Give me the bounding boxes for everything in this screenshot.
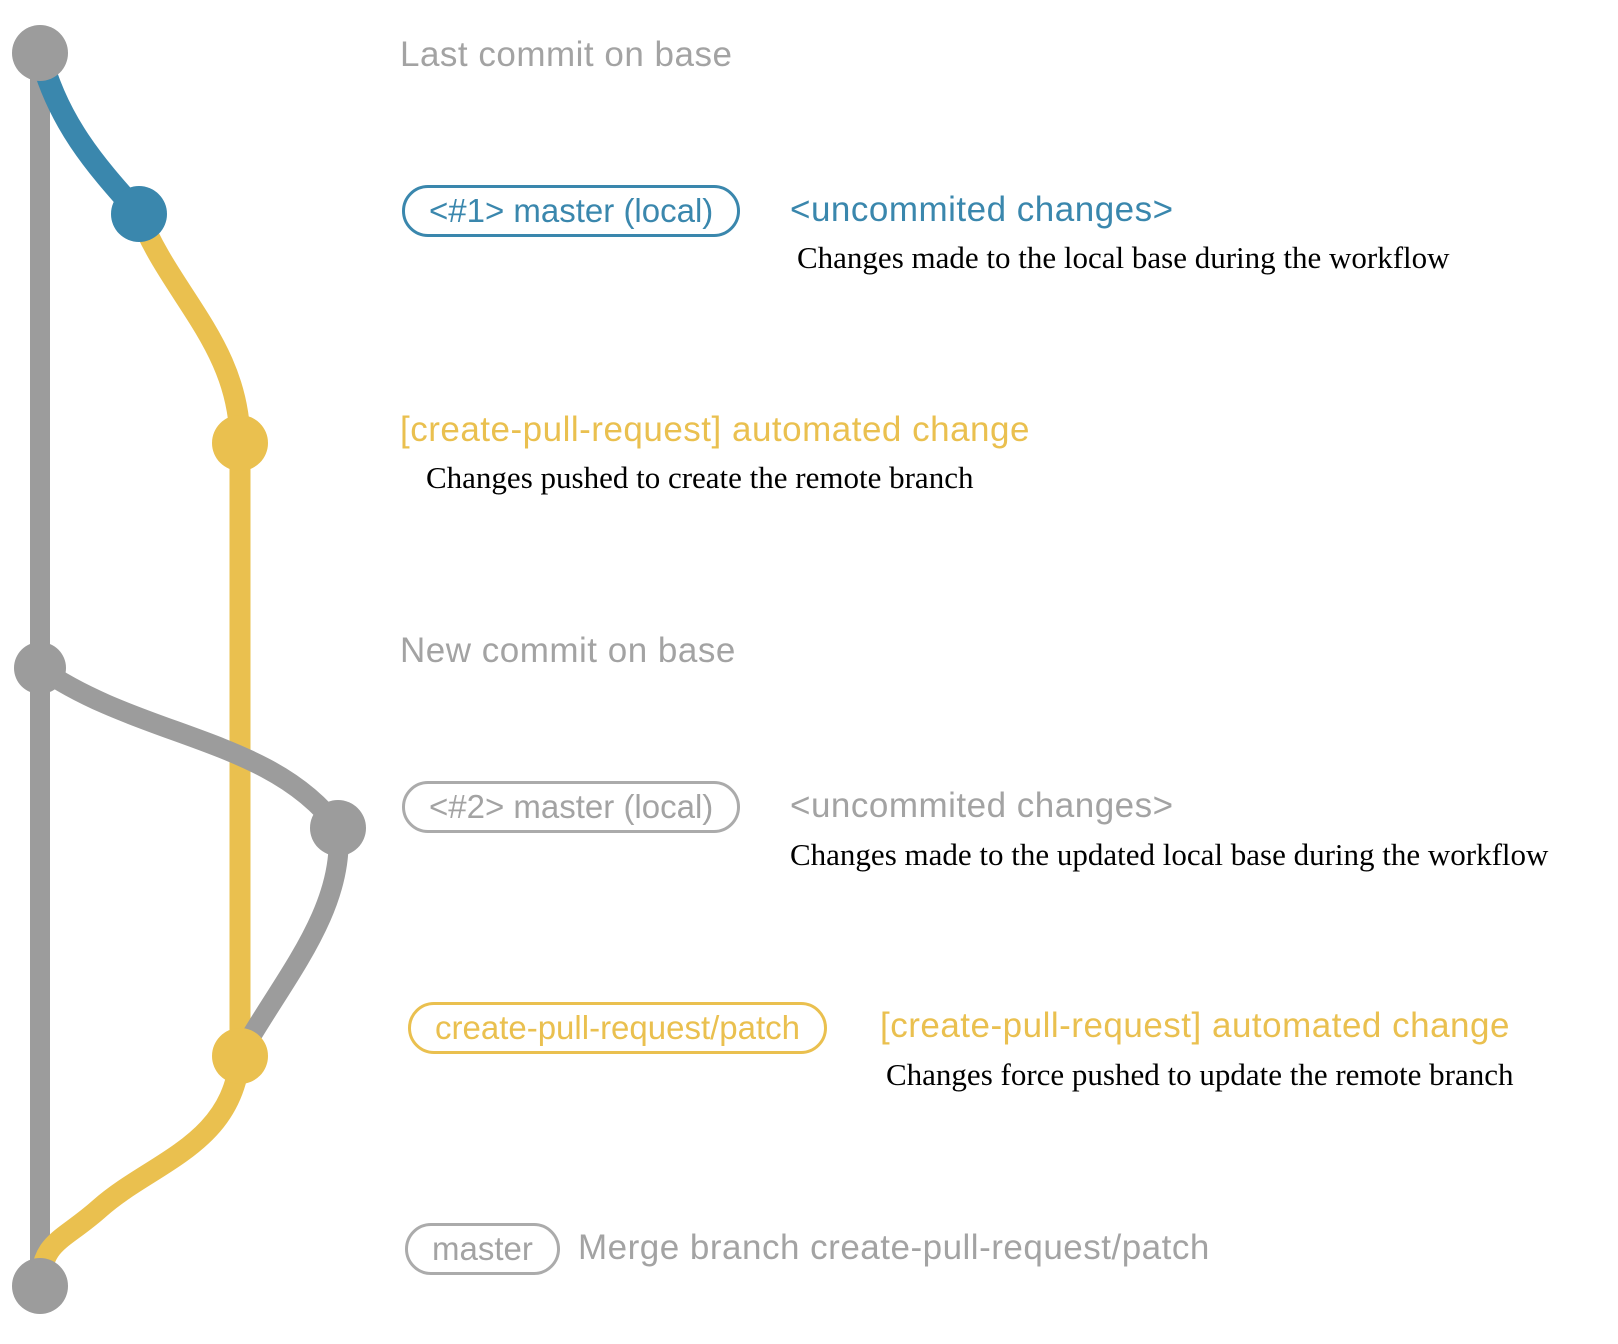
label-uncommited-changes-2: <uncommited changes>	[790, 786, 1174, 825]
label-uncommited-changes-1: <uncommited changes>	[790, 190, 1174, 229]
remote-branch-curve-merge	[29, 1045, 251, 1297]
branch-pill-master-local-2: <#2> master (local)	[402, 781, 741, 833]
local-branch-curve-1	[29, 42, 150, 225]
commit-dot-new-base	[14, 642, 66, 694]
label-merge-branch: Merge branch create-pull-request/patch	[578, 1228, 1210, 1267]
label-automated-change-2: [create-pull-request] automated change	[880, 1006, 1510, 1045]
commit-dot-local-1	[111, 186, 167, 242]
branch-pill-create-pull-request-patch: create-pull-request/patch	[408, 1002, 828, 1054]
commit-dot-local-2	[310, 800, 366, 856]
commit-dot-remote-1	[212, 415, 268, 471]
commit-graph	[12, 25, 366, 1314]
branch-pill-master-local-1: <#1> master (local)	[402, 185, 741, 237]
label-new-commit-on-base: New commit on base	[400, 631, 736, 670]
commit-dot-remote-2	[212, 1028, 268, 1084]
commit-dot-last-base	[12, 25, 68, 81]
commit-dot-merge	[12, 1258, 68, 1314]
label-last-commit-on-base: Last commit on base	[400, 35, 733, 74]
desc-uncommited-changes-1: Changes made to the local base during th…	[797, 240, 1450, 275]
branch-pill-master: master	[405, 1223, 560, 1275]
local-branch-curve-3	[233, 818, 349, 1060]
remote-branch-curve-out	[128, 203, 251, 454]
desc-uncommited-changes-2: Changes made to the updated local base d…	[790, 837, 1549, 872]
label-automated-change-1: [create-pull-request] automated change	[400, 410, 1030, 449]
desc-automated-change-1: Changes pushed to create the remote bran…	[426, 460, 974, 495]
desc-automated-change-2: Changes force pushed to update the remot…	[886, 1057, 1514, 1092]
local-branch-curve-2	[30, 658, 348, 838]
